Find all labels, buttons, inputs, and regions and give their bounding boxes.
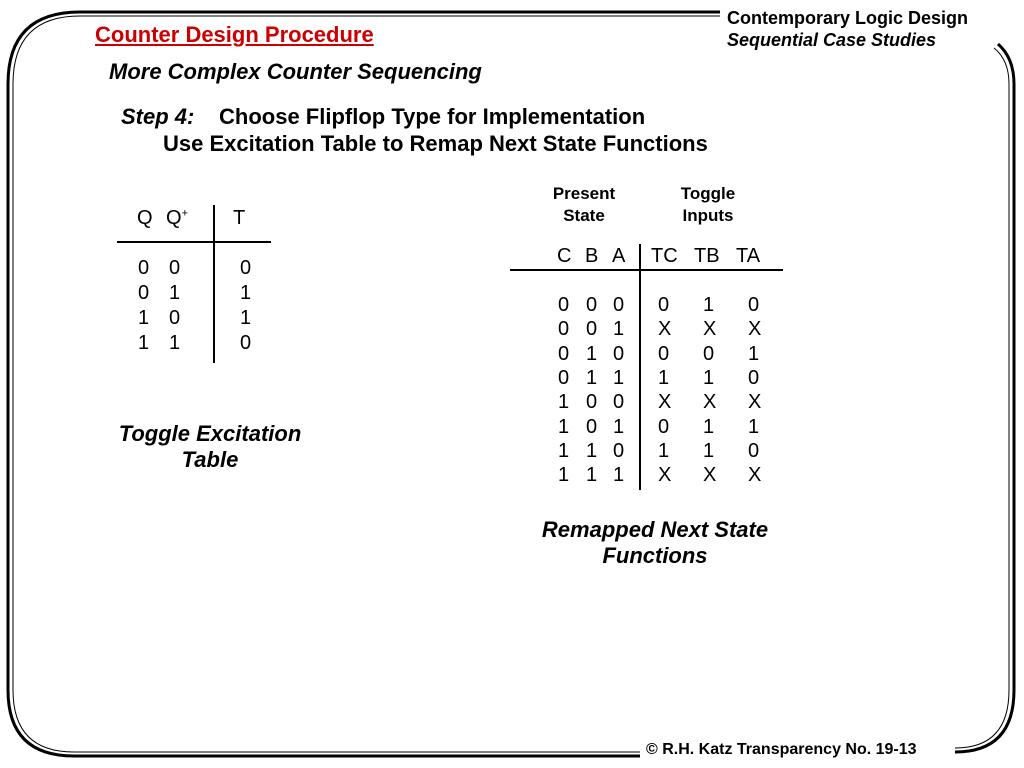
cell-b: 1: [586, 366, 598, 389]
cell-a: 1: [613, 415, 625, 438]
cell-a: 0: [613, 294, 625, 316]
cell-c: 0: [558, 294, 570, 316]
cell-tb: 1: [703, 294, 715, 316]
cell-q-next: 0: [169, 307, 181, 329]
header-q-next: Q+: [166, 207, 188, 229]
section-subtitle: More Complex Counter Sequencing: [109, 59, 482, 84]
cell-q: 1: [138, 307, 150, 329]
cell-ta: 0: [748, 439, 760, 462]
cell-ta: 1: [748, 415, 760, 438]
cell-t: 1: [240, 307, 252, 329]
cell-a: 1: [613, 366, 625, 389]
cell-ta: X: [748, 318, 762, 341]
header-tb: TB: [694, 245, 720, 267]
cell-t: 0: [240, 332, 252, 354]
header-t: T: [233, 207, 246, 229]
cell-tc: 0: [658, 294, 670, 316]
cell-ta: 0: [748, 366, 760, 389]
cell-a: 1: [613, 464, 625, 487]
cell-t: 0: [240, 257, 252, 279]
header-tc: TC: [651, 245, 678, 267]
cell-a: 1: [613, 318, 625, 341]
cell-c: 1: [558, 464, 570, 487]
cell-ta: 1: [748, 342, 760, 365]
cell-b: 1: [586, 342, 598, 365]
cell-q-next: 1: [169, 332, 181, 354]
toggle-inputs-header: Toggle Inputs: [680, 184, 736, 225]
cell-b: 0: [586, 415, 598, 438]
step-subheading: Use Excitation Table to Remap Next State…: [163, 131, 708, 156]
footer-credit: © R.H. Katz Transparency No. 19-13: [646, 741, 917, 758]
cell-c: 1: [558, 415, 570, 438]
cell-c: 1: [558, 439, 570, 462]
cell-b: 0: [586, 318, 598, 341]
header-b: B: [585, 245, 599, 267]
cell-c: 1: [558, 391, 570, 414]
cell-c: 0: [558, 318, 570, 341]
slide-title: Counter Design Procedure: [95, 22, 374, 47]
cell-tb: 0: [703, 342, 715, 365]
cell-q: 1: [138, 332, 150, 354]
cell-c: 0: [558, 366, 570, 389]
step-label: Step 4:: [121, 104, 195, 129]
cell-tb: X: [703, 464, 717, 487]
cell-b: 1: [586, 464, 598, 487]
cell-ta: X: [748, 391, 762, 414]
header-a: A: [612, 245, 626, 267]
cell-tc: 1: [658, 439, 670, 462]
cell-tb: 1: [703, 415, 715, 438]
cell-a: 0: [613, 391, 625, 414]
cell-tc: X: [658, 318, 672, 341]
header-ta: TA: [736, 245, 761, 267]
cell-b: 0: [586, 294, 598, 316]
cell-ta: X: [748, 464, 762, 487]
step-heading: Choose Flipflop Type for Implementation: [219, 104, 646, 129]
cell-tc: 0: [658, 415, 670, 438]
cell-q: 0: [138, 257, 150, 279]
cell-tc: X: [658, 464, 672, 487]
header-q: Q: [137, 207, 153, 229]
cell-q: 0: [138, 282, 150, 304]
header-c: C: [557, 245, 572, 267]
cell-tb: X: [703, 391, 717, 414]
cell-tc: 0: [658, 342, 670, 365]
cell-b: 1: [586, 439, 598, 462]
course-subtitle: Sequential Case Studies: [727, 30, 937, 50]
cell-tb: 1: [703, 439, 715, 462]
table-divider: [213, 205, 215, 363]
table-divider: [639, 244, 641, 490]
cell-q-next: 1: [169, 282, 181, 304]
cell-tc: 1: [658, 366, 670, 389]
cell-tb: 1: [703, 366, 715, 389]
table-rule: [510, 269, 783, 271]
cell-q-next: 0: [169, 257, 181, 279]
remap-table-caption: Remapped Next State Functions: [541, 517, 769, 568]
cell-ta: 0: [748, 294, 760, 316]
cell-a: 0: [613, 342, 625, 365]
toggle-table-caption: Toggle Excitation Table: [118, 421, 302, 472]
cell-b: 0: [586, 391, 598, 414]
course-title: Contemporary Logic Design: [727, 8, 969, 28]
present-state-header: Present State: [552, 184, 616, 225]
table-rule: [117, 241, 271, 243]
cell-c: 0: [558, 342, 570, 365]
cell-a: 0: [613, 439, 625, 462]
cell-tc: X: [658, 391, 672, 414]
cell-t: 1: [240, 282, 252, 304]
cell-tb: X: [703, 318, 717, 341]
